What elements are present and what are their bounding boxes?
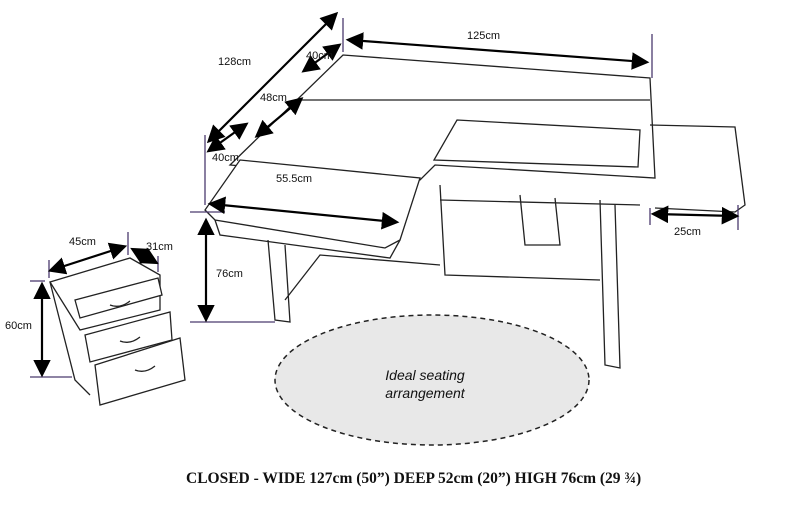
label-drawer-depth: 31cm: [146, 241, 173, 253]
label-drawer-height: 60cm: [5, 320, 32, 332]
label-height: 76cm: [216, 268, 243, 280]
label-middle-depth: 48cm: [260, 92, 287, 104]
drawer-cabinet: [48, 257, 186, 406]
label-total-depth: 128cm: [218, 56, 252, 68]
seating-line-1: Ideal seating: [385, 367, 465, 383]
label-top-width: 125cm: [467, 30, 501, 42]
label-drawer-width: 45cm: [69, 236, 96, 248]
dimension-arrows: [33, 11, 740, 378]
label-side-flap-width: 25cm: [674, 226, 701, 238]
label-top-depth-back: 40cm: [306, 50, 333, 62]
seating-label: Ideal seating arrangement: [325, 366, 525, 402]
label-front-flap-width: 55.5cm: [276, 173, 313, 185]
closed-dimensions-caption: CLOSED - WIDE 127cm (50”) DEEP 52cm (20”…: [186, 470, 642, 487]
seating-line-2: arrangement: [385, 385, 465, 401]
seating-area: [274, 314, 590, 446]
label-front-flap-depth: 40cm: [212, 152, 239, 164]
